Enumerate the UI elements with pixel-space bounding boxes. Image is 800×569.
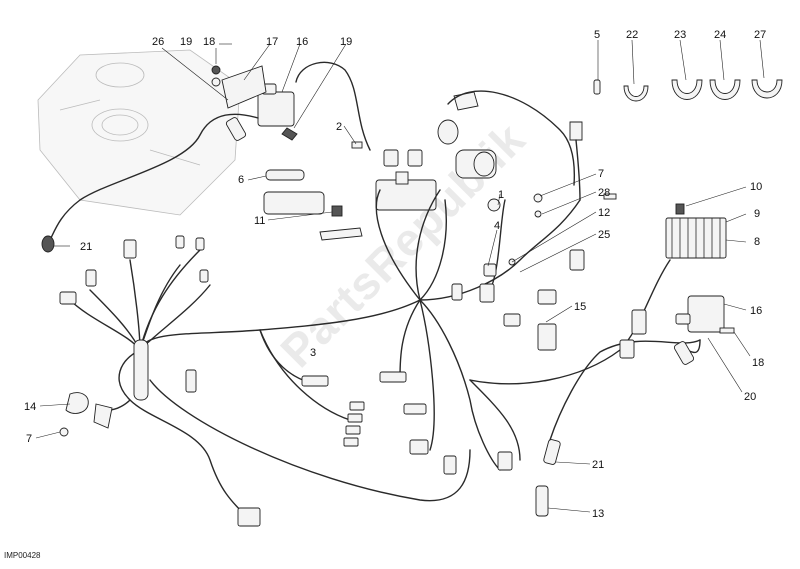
callout-7-second: 7: [26, 433, 32, 445]
callout-8: 8: [754, 236, 760, 248]
callout-26: 26: [152, 36, 164, 48]
callout-17: 17: [266, 36, 278, 48]
callout-16: 16: [296, 36, 308, 48]
callout-10: 10: [750, 181, 762, 193]
callout-21-second: 21: [592, 459, 604, 471]
plug-lead-left: [41, 113, 259, 253]
callout-1: 1: [498, 189, 504, 201]
callout-19: 19: [180, 36, 192, 48]
callout-18: 18: [203, 36, 215, 48]
callout-9: 9: [754, 208, 760, 220]
callout-23: 23: [674, 29, 686, 41]
callout-15: 15: [574, 301, 586, 313]
callout-27: 27: [754, 29, 766, 41]
callout-6: 6: [238, 174, 244, 186]
harness-connectors: [59, 141, 735, 527]
callout-labels: 26 19 18 17 16 19 5 22 23 24 27 2 6 1 7 …: [24, 29, 766, 520]
ignition-coil-rear: [543, 295, 725, 465]
drawing-code: IMP00428: [4, 551, 41, 560]
callout-19-second: 19: [340, 36, 352, 48]
voltage-regulator: [665, 203, 727, 259]
main-harness: [69, 139, 671, 521]
ignition-coil-top: [211, 61, 371, 151]
callout-24: 24: [714, 29, 726, 41]
callout-3: 3: [310, 347, 316, 359]
relay-group: [263, 90, 583, 241]
callout-5: 5: [594, 29, 600, 41]
callout-2: 2: [336, 121, 342, 133]
fuel-tank-outline: [37, 49, 241, 216]
callout-28: 28: [598, 187, 610, 199]
callout-20: 20: [744, 391, 756, 403]
callout-14: 14: [24, 401, 36, 413]
callout-4: 4: [494, 220, 500, 232]
callout-21: 21: [80, 241, 92, 253]
callout-13: 13: [592, 508, 604, 520]
watermark: PartsRepublik: [270, 112, 535, 377]
callout-18-second: 18: [752, 357, 764, 369]
callout-11: 11: [254, 215, 265, 227]
callout-22: 22: [626, 29, 638, 41]
leader-lines: [35, 39, 765, 513]
callout-16-second: 16: [750, 305, 762, 317]
callout-25: 25: [598, 229, 610, 241]
cable-clamps: [593, 79, 783, 102]
callout-12: 12: [598, 207, 610, 219]
callout-7: 7: [598, 168, 604, 180]
